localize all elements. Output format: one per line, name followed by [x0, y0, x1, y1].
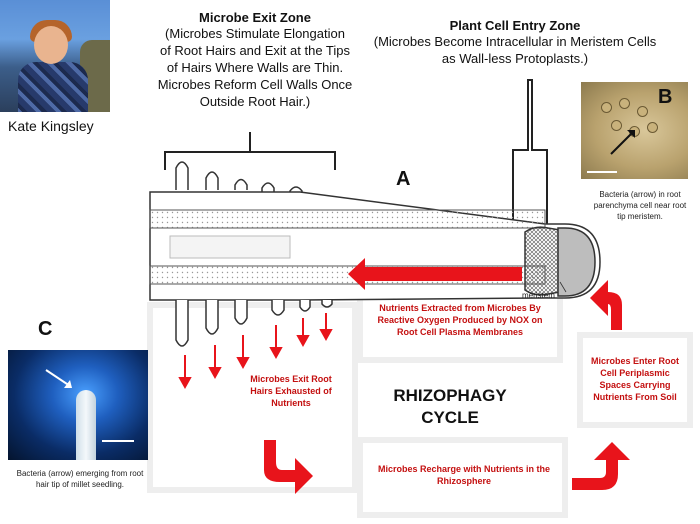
root-cap — [558, 228, 595, 296]
cycle-arrow-right-up — [590, 280, 622, 330]
panel-b-caption: Bacteria (arrow) in root parenchyma cell… — [590, 189, 690, 222]
cycle-arrow-bottom-right — [572, 442, 630, 490]
step-recharge: Microbes Recharge with Nutrients in the … — [376, 463, 552, 487]
panel-c-arrow-icon — [8, 350, 148, 460]
label-b: B — [658, 86, 672, 109]
step-enter: Microbes Enter Root Cell Periplasmic Spa… — [584, 355, 686, 403]
label-c: C — [38, 318, 52, 341]
meristem-region — [525, 227, 560, 295]
root-hairs-top — [176, 162, 302, 194]
panel-c-scale-bar — [102, 440, 134, 442]
panel-c-photo — [8, 350, 148, 460]
cycle-title-line-1: RHIZOPHAGY — [360, 385, 540, 407]
step-exit: Microbes Exit Root Hairs Exhausted of Nu… — [242, 373, 340, 409]
meristem-label: meristem — [522, 291, 555, 300]
exit-zone-bracket — [165, 132, 335, 170]
panel-c-caption: Bacteria (arrow) emerging from root hair… — [10, 468, 150, 490]
cycle-title-line-2: CYCLE — [360, 407, 540, 429]
root-body — [150, 192, 600, 300]
label-a: A — [396, 168, 410, 191]
cycle-title: RHIZOPHAGY CYCLE — [360, 385, 540, 429]
panel-b-scale-bar — [587, 171, 617, 173]
entry-zone-pipette — [513, 80, 547, 225]
step-extracted: Nutrients Extracted from Microbes By Rea… — [370, 302, 550, 338]
